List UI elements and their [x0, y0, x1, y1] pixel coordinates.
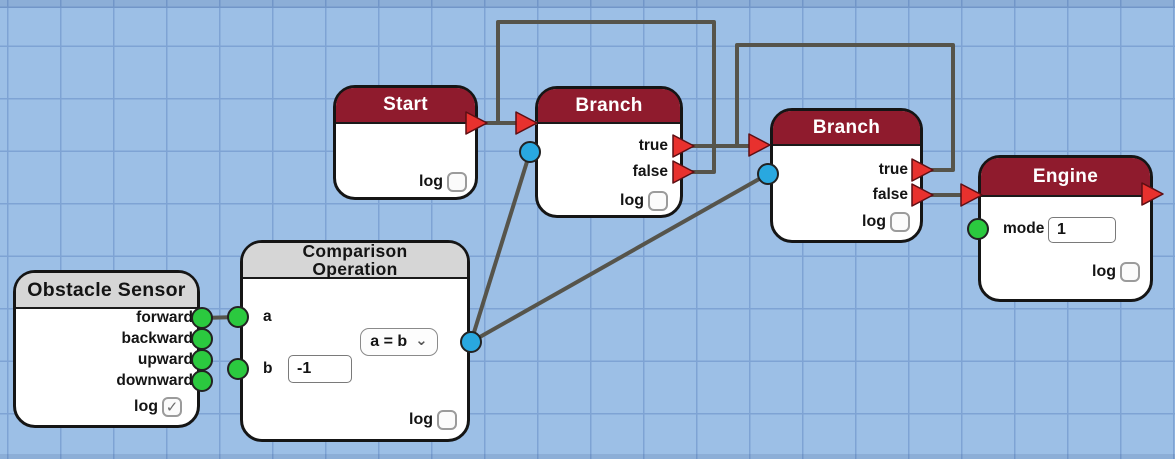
true-port-row: true	[781, 160, 908, 180]
true-port-label: true	[878, 161, 908, 178]
branch2-flow-in-port[interactable]	[748, 133, 771, 157]
mode-label: mode	[1003, 220, 1045, 237]
mode-row: mode	[1003, 216, 1044, 242]
log-label: log	[862, 213, 886, 230]
node-title: Branch	[575, 94, 643, 116]
canvas-top-edge	[0, 0, 1175, 8]
branch1-flow-in-port[interactable]	[515, 111, 538, 135]
forward-port-label: forward	[136, 309, 193, 326]
log-checkbox[interactable]	[1120, 262, 1140, 282]
false-port-label: false	[872, 186, 908, 203]
log-row: log ✓	[24, 397, 182, 417]
node-start-header[interactable]: Start	[336, 88, 475, 124]
node-title: Branch	[812, 116, 881, 138]
check-icon: ✓	[165, 398, 179, 416]
b-value-input[interactable]	[288, 355, 352, 383]
node-title: Start	[383, 94, 428, 115]
forward-port-row: forward	[24, 308, 193, 328]
mode-input[interactable]	[1048, 217, 1116, 243]
node-branch-2[interactable]: Branch true false log	[770, 108, 923, 243]
a-port-label: a	[263, 308, 272, 325]
log-checkbox[interactable]	[890, 212, 910, 232]
upward-port-label: upward	[137, 351, 193, 368]
wire-comparison-to-branch1-condition	[469, 151, 532, 343]
operator-value: a = b	[370, 333, 408, 350]
node-obstacle-sensor[interactable]: Obstacle Sensor forward backward upward …	[13, 270, 200, 428]
upward-port-row: upward	[24, 350, 193, 370]
log-row: log	[251, 410, 457, 430]
log-row: log	[781, 212, 910, 232]
downward-port-row: downward	[24, 371, 193, 391]
log-label: log	[1092, 263, 1116, 280]
true-port-row: true	[546, 136, 668, 156]
node-start[interactable]: Start log	[333, 85, 478, 200]
operator-select[interactable]: a = b ⌄	[360, 328, 438, 356]
node-engine[interactable]: Engine mode log	[978, 155, 1153, 302]
log-checkbox[interactable]	[437, 410, 457, 430]
false-port-label: false	[632, 163, 668, 180]
log-row: log	[344, 172, 467, 192]
downward-port-label: downward	[116, 372, 193, 389]
true-port-label: true	[638, 137, 668, 154]
node-engine-header[interactable]: Engine	[981, 158, 1150, 197]
log-label: log	[134, 398, 158, 415]
node-comparison-header[interactable]: Comparison Operation	[243, 240, 467, 279]
log-label: log	[409, 411, 433, 428]
false-port-row: false	[781, 185, 908, 205]
b-port-label: b	[263, 360, 273, 377]
node-title-line-1: Comparison	[302, 240, 408, 261]
canvas-bottom-edge	[0, 454, 1175, 459]
node-comparison-operation[interactable]: Comparison Operation a a = b ⌄ b log	[240, 240, 470, 442]
chevron-down-icon: ⌄	[415, 331, 428, 349]
node-title-line-2: Operation	[312, 259, 398, 279]
b-port-row: b	[263, 359, 272, 379]
node-title: Engine	[1032, 165, 1099, 187]
log-row: log	[546, 191, 668, 211]
wire-sensor-forward-to-comparison-a	[201, 315, 239, 320]
node-branch-1[interactable]: Branch true false log	[535, 86, 683, 218]
backward-port-row: backward	[24, 329, 193, 349]
node-obstacle-sensor-header[interactable]: Obstacle Sensor	[16, 273, 197, 309]
log-label: log	[419, 173, 443, 190]
backward-port-label: backward	[121, 330, 193, 347]
node-title: Obstacle Sensor	[27, 278, 186, 301]
log-label: log	[620, 192, 644, 209]
node-branch-1-header[interactable]: Branch	[538, 89, 680, 124]
false-port-row: false	[546, 162, 668, 182]
node-branch-2-header[interactable]: Branch	[773, 111, 920, 146]
log-checkbox[interactable]	[447, 172, 467, 192]
a-port-row: a	[263, 307, 272, 327]
log-checkbox-checked[interactable]: ✓	[162, 397, 182, 417]
log-checkbox[interactable]	[648, 191, 668, 211]
log-row: log	[989, 262, 1140, 282]
